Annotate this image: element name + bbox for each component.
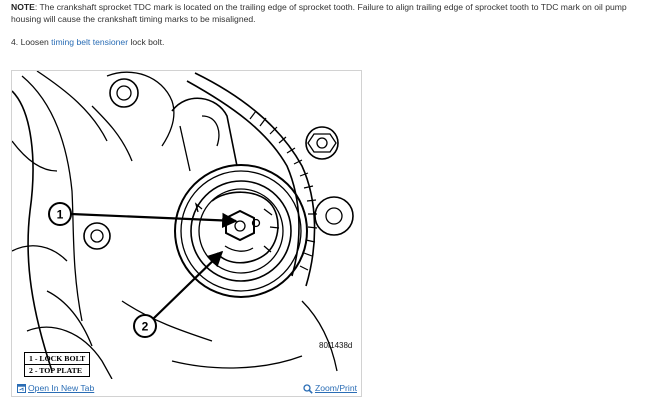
- callout-2-label: 2: [142, 320, 149, 334]
- zoom-print-link[interactable]: Zoom/Print: [303, 380, 357, 396]
- open-tab-icon: [17, 384, 26, 394]
- legend-item-lock-bolt: 1 - LOCK BOLT: [29, 354, 86, 363]
- figure-panel: 1 2 80f1438d 1 - LOCK BOLT 2 - TOP PLATE…: [11, 70, 362, 397]
- figure-toolbar: Open In New Tab Zoom/Print: [12, 380, 361, 396]
- step-suffix: lock bolt.: [128, 37, 165, 47]
- callout-2-circle: [133, 314, 157, 338]
- zoom-print-label: Zoom/Print: [314, 383, 357, 393]
- callout-1-label: 1: [57, 208, 64, 222]
- timing-belt-tensioner-drawing: 1 2: [12, 71, 354, 379]
- legend-item-top-plate: 2 - TOP PLATE: [25, 364, 90, 376]
- figure-id: 80f1438d: [319, 341, 353, 350]
- callout-1-circle: [48, 202, 72, 226]
- step-4: 4. Loosen timing belt tensioner lock bol…: [11, 37, 640, 49]
- step-prefix: Loosen: [20, 37, 52, 47]
- figure-legend: 1 - LOCK BOLT 2 - TOP PLATE: [24, 352, 91, 377]
- step-number: 4.: [11, 37, 19, 47]
- note-text: : The crankshaft sprocket TDC mark is lo…: [11, 2, 627, 24]
- magnifier-icon: [303, 384, 313, 394]
- timing-belt-tensioner-link[interactable]: timing belt tensioner: [51, 37, 129, 47]
- open-in-new-tab-label: Open In New Tab: [28, 383, 95, 393]
- note-paragraph: NOTE: The crankshaft sprocket TDC mark i…: [11, 2, 640, 25]
- open-in-new-tab-link[interactable]: Open In New Tab: [17, 380, 94, 396]
- note-label: NOTE: [11, 2, 35, 12]
